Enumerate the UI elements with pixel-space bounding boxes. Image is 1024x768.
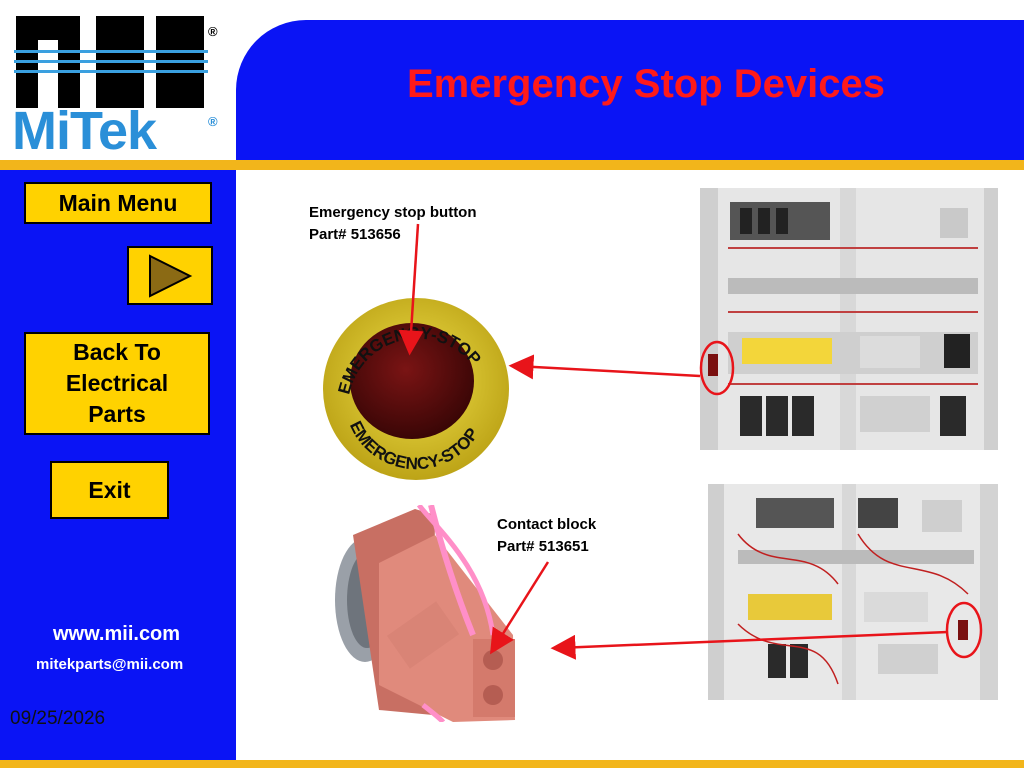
arrow-to-estop-button: [398, 223, 424, 356]
contact-label: Contact block Part# 513651: [497, 514, 596, 558]
back-to-electrical-parts-button[interactable]: Back To Electrical Parts: [24, 332, 210, 435]
next-button[interactable]: [127, 246, 213, 305]
website-link[interactable]: www.mii.com: [53, 623, 181, 645]
logo-brand-text: MiTek: [12, 101, 157, 161]
contact-label-part: Part# 513651: [497, 538, 589, 555]
arrow-to-contact-block: [490, 561, 550, 655]
registered-mark: ®: [208, 24, 218, 39]
mitek-logo: ® MiTek ®: [0, 0, 236, 160]
main-menu-button[interactable]: Main Menu: [24, 182, 212, 224]
logo-stripe: [14, 70, 208, 73]
sidebar: Main Menu Back To Electrical Parts Exit …: [0, 170, 236, 760]
control-panel-photo-bottom: [708, 484, 998, 700]
arrow-panel-to-contact: [550, 630, 949, 660]
exit-button[interactable]: Exit: [50, 461, 169, 519]
email-link[interactable]: mitekparts@mii.com: [36, 656, 184, 673]
highlight-circle-contact: [945, 601, 983, 659]
arrow-panel-to-estop: [508, 354, 701, 380]
control-panel-photo-top: [700, 188, 998, 450]
logo-stripe: [14, 50, 208, 53]
estop-label-name: Emergency stop button: [309, 204, 477, 221]
estop-label-part: Part# 513656: [309, 226, 401, 243]
date-text: 09/25/2026: [10, 708, 106, 729]
header-banner: [236, 20, 1024, 160]
footer-divider: [0, 760, 1024, 768]
registered-mark: ®: [208, 114, 218, 129]
logo-m-gap: [38, 40, 58, 108]
page-title: Emergency Stop Devices: [407, 62, 885, 106]
header-divider: [0, 160, 1024, 170]
highlight-circle-estop: [699, 340, 735, 396]
contact-label-name: Contact block: [497, 516, 597, 533]
play-arrow-icon: [149, 253, 193, 298]
logo-stripe: [14, 60, 208, 63]
emergency-stop-button-image: EMERGENCY-STOP EMERGENCY-STOP: [323, 298, 509, 480]
estop-label: Emergency stop button Part# 513656: [309, 202, 477, 246]
contact-block-image: [335, 505, 515, 722]
